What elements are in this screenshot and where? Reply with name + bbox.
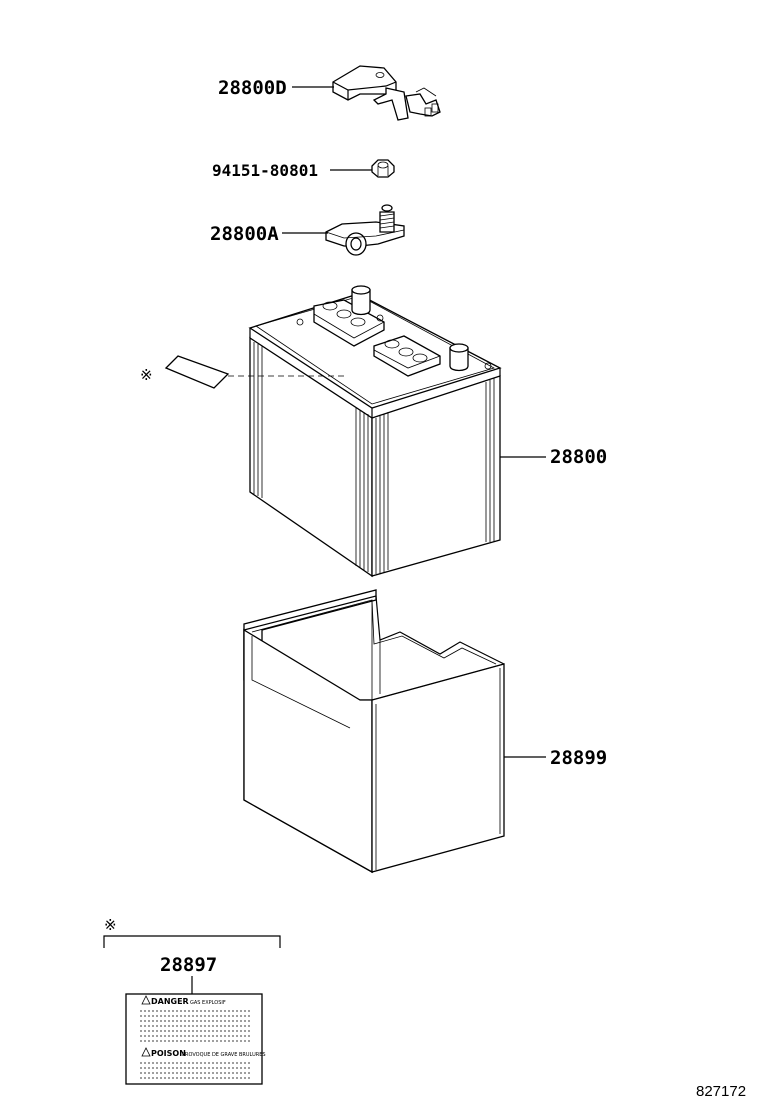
part-number-28800a: 28800A	[210, 223, 279, 245]
nut-drawing	[371, 159, 395, 178]
part-number-28800: 28800	[550, 446, 607, 468]
note-mark-label: ※	[104, 916, 117, 934]
label-bracket	[103, 935, 281, 948]
part-number-94151-80801: 94151-80801	[212, 161, 318, 180]
drawing-reference-code: 827172	[696, 1083, 746, 1100]
part-number-28899: 28899	[550, 747, 607, 769]
terminal-cover-drawing	[332, 65, 441, 121]
caution-label-card: DANGER GAS EXPLOSIF POISON PROVOQUE DE G…	[125, 993, 266, 1085]
battery-tray-drawing	[243, 589, 505, 874]
poison-heading: POISON	[151, 1049, 186, 1058]
danger-warning-icon	[141, 995, 151, 1005]
part-number-28897: 28897	[160, 954, 217, 976]
battery-terminal-drawing	[325, 204, 405, 256]
danger-heading: DANGER	[151, 997, 189, 1006]
battery-drawing	[248, 285, 502, 578]
poison-subheading: PROVOQUE DE GRAVE BRULURES	[182, 1052, 266, 1058]
warning-sticker-drawing	[164, 355, 230, 389]
danger-subheading: GAS EXPLOSIF	[190, 1000, 226, 1006]
note-mark-sticker: ※	[140, 366, 153, 384]
poison-warning-icon	[141, 1047, 151, 1057]
part-number-28800d: 28800D	[218, 77, 287, 99]
